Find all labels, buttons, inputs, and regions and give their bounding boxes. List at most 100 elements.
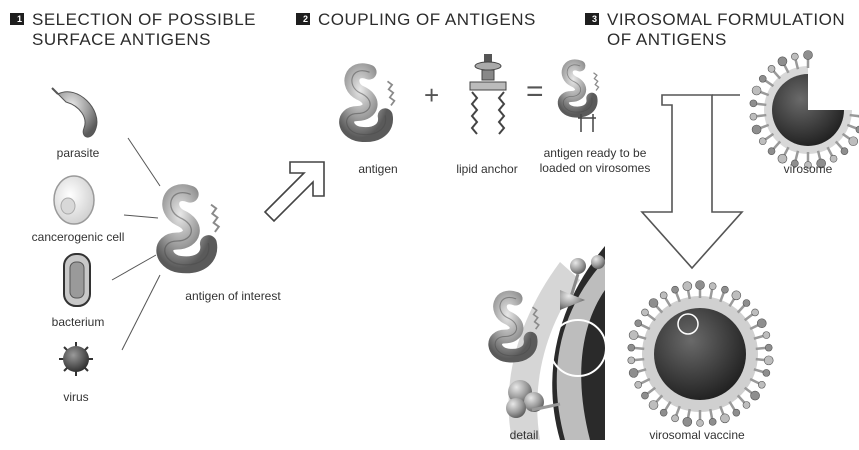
formulation-arrow-icon [642,95,742,268]
surface-spike [756,104,766,105]
surface-protein [752,309,759,316]
surface-spike [765,134,773,140]
plus-symbol: + [424,88,439,103]
antigen-label: antigen [348,162,408,177]
antigen-ready-icon [563,65,598,112]
cancerogenic-cell-label: cancerogenic cell [16,230,140,245]
surface-protein [672,286,679,293]
surface-protein [841,148,848,155]
surface-spike [754,369,764,372]
surface-protein [635,320,642,327]
surface-spike [634,359,644,360]
surface-protein [778,57,787,66]
surface-protein [649,299,658,308]
surface-spike [634,348,644,349]
surface-protein [660,292,667,299]
surface-protein [758,381,765,388]
surface-protein [629,331,638,340]
surface-spike [641,325,650,329]
surface-spike [665,402,670,411]
surface-spike [756,115,766,116]
surface-spike [745,314,753,320]
antigen-ready-label: antigen ready to be loaded on virosomes [530,146,660,176]
surface-protein [750,100,757,107]
detail-label: detail [494,428,554,443]
surface-spike [720,292,724,301]
virosomal-vaccine-icon [628,281,773,427]
surface-protein [697,420,704,427]
virosome-icon [750,51,859,169]
surface-protein [696,281,705,290]
surface-protein [751,391,760,400]
virus-icon [59,342,93,376]
surface-protein [765,344,772,351]
surface-spike [774,141,781,148]
surface-protein [628,344,635,351]
surface-protein [720,414,729,423]
surface-spike [756,348,766,349]
lipid-anchor-label: lipid anchor [446,162,528,177]
outline-arrow-icon [265,162,324,221]
surface-protein [660,409,667,416]
lipid-anchor-icon [470,54,506,134]
equals-symbol: = [526,84,544,99]
surface-spike [647,314,655,320]
antigen-of-interest-label: antigen of interest [168,289,298,304]
surface-protein [683,282,692,291]
surface-spike [850,115,859,116]
surface-protein [759,75,766,82]
surface-spike [665,298,670,307]
surface-protein [629,368,638,377]
surface-protein [743,401,750,408]
surface-protein [752,125,761,134]
surface-protein [768,65,775,72]
virus-label: virus [56,390,96,405]
bacterium-label: bacterium [40,315,116,330]
surface-spike [754,336,764,339]
surface-spike [738,305,745,312]
antigen-ready-line2: loaded on virosomes [530,161,660,176]
surface-spike [647,388,655,394]
surface-spike [676,406,680,415]
antigen-ready-line1: antigen ready to be [530,146,660,161]
surface-spike [847,125,856,129]
surface-protein [641,309,648,316]
virosomal-vaccine-label: virosomal vaccine [632,428,762,443]
surface-protein [768,148,775,155]
surface-spike [641,379,650,383]
surface-protein [709,418,716,425]
cancerogenic-cell-icon [54,176,94,224]
surface-protein [849,137,858,146]
surface-protein [791,53,798,60]
detail-icon [495,246,606,440]
surface-protein [672,415,679,422]
antigen-icon [347,71,395,135]
surface-protein [649,400,658,409]
parasite-label: parasite [48,146,108,161]
surface-protein [628,357,635,364]
antigen-of-interest-icon [165,193,219,265]
surface-protein [733,409,740,416]
surface-protein [763,332,770,339]
surface-protein [743,300,750,307]
surface-protein [721,286,728,293]
surface-protein [757,319,766,328]
surface-protein [683,417,692,426]
surface-protein [750,113,757,120]
surface-protein [763,369,770,376]
surface-protein [641,392,648,399]
surface-protein [764,356,773,365]
surface-spike [676,292,680,301]
surface-spike [765,80,773,86]
surface-spike [729,402,734,411]
bacterium-icon [64,254,90,306]
surface-spike [836,141,843,148]
surface-protein [709,283,716,290]
surface-protein [752,86,761,95]
surface-protein [804,51,813,60]
surface-protein [635,381,642,388]
surface-spike [774,71,781,78]
virosome-label: virosome [768,162,848,177]
